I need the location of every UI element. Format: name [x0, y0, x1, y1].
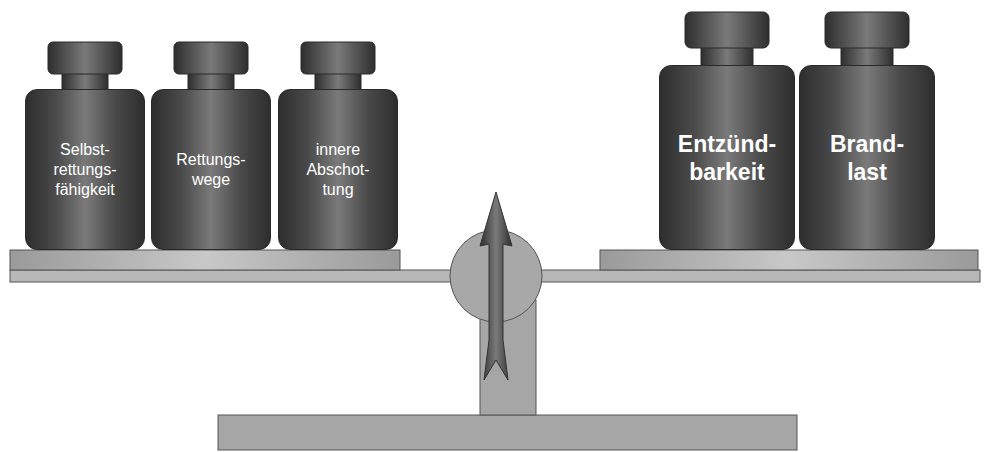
weight-block: innere Abschot- tung	[278, 89, 398, 250]
weight-text-group: Selbst- rettungs- fähigkeit	[39, 140, 131, 200]
weight-text-group: Rettungs- wege	[165, 150, 257, 190]
weight-block: Brand- last	[799, 65, 935, 250]
pointer-arrow	[480, 192, 512, 380]
weight-text-group: innere Abschot- tung	[292, 140, 384, 200]
weight-block: Selbst- rettungs- fähigkeit	[25, 89, 145, 250]
weight-block: Entzünd- barkeit	[659, 65, 795, 250]
knob-top	[685, 12, 769, 48]
knob-top	[825, 12, 909, 48]
knob-top	[174, 42, 248, 74]
weight-label: Rettungs- wege	[165, 150, 257, 190]
weight-label: Entzünd- barkeit	[677, 130, 777, 186]
weight-label: Brand- last	[817, 130, 917, 186]
weight-block: Rettungs- wege	[151, 89, 271, 250]
weight-label: Selbst- rettungs- fähigkeit	[39, 140, 131, 200]
weight-text-group: Entzünd- barkeit	[677, 130, 777, 186]
knob-top	[301, 42, 375, 74]
weight-text-group: Brand- last	[817, 130, 917, 186]
right-plate	[600, 250, 978, 270]
left-plate	[10, 250, 400, 270]
weight-label: innere Abschot- tung	[292, 140, 384, 200]
scale-base	[218, 415, 797, 450]
knob-top	[48, 42, 122, 74]
